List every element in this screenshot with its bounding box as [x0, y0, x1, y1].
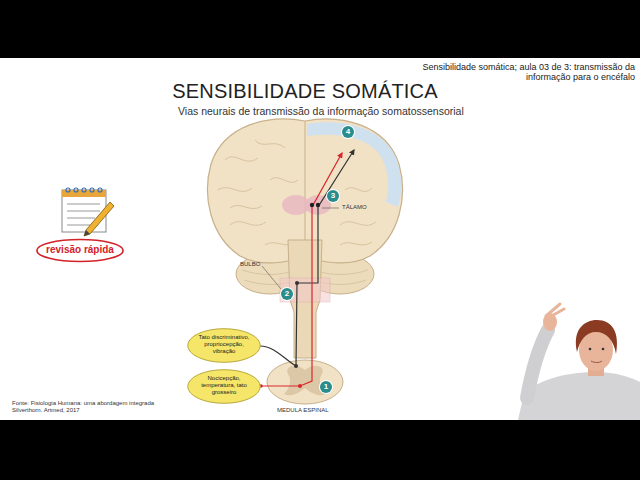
source-note: Fonte: Fisiologia Humana: uma abordagem …	[12, 400, 180, 414]
oval-shape	[37, 239, 123, 261]
structure-label: TÁLAMO	[342, 204, 367, 211]
lecture-info: Sensibilidade somática; aula 03 de 3: tr…	[405, 62, 635, 83]
receptor-oval: Tato discriminativo, propriocepção, vibr…	[187, 328, 261, 363]
node-text: Nocicepção, temperatura, tato grosseiro	[198, 375, 250, 396]
callout-number: 1	[320, 381, 332, 393]
letterbox-bottom	[0, 420, 640, 480]
presenter	[518, 304, 640, 420]
spinothalamic-pathway	[260, 153, 342, 386]
node-text: Tato discriminativo, propriocepção, vibr…	[198, 334, 250, 355]
spinal-cord-section	[267, 360, 343, 404]
node-text-area: Tato discriminativo, propriocepção, vibr…	[187, 328, 261, 361]
receptor-oval: Nocicepção, temperatura, tato grosseiro	[187, 369, 261, 404]
structure-label: BULBO	[240, 261, 260, 268]
medulla-highlight	[280, 278, 330, 302]
diagram-title: SENSIBILIDADE SOMÁTICA	[160, 80, 450, 103]
review-badge: revisão rápida	[36, 239, 124, 262]
callout-number: 4	[342, 126, 354, 138]
callout-number: 3	[327, 190, 339, 202]
node-text-area: Nocicepção, temperatura, tato grosseiro	[187, 369, 261, 402]
notepad-icon	[62, 188, 114, 236]
dorsal-column-pathway	[260, 150, 354, 366]
subtitle: Vias neurais de transmissão da informaçã…	[178, 105, 464, 117]
oval-shape	[188, 329, 261, 363]
node-text: revisão rápida	[45, 244, 115, 255]
letterbox-top	[0, 0, 640, 58]
oval-shape	[188, 370, 261, 404]
somatosensory-cortex	[307, 122, 401, 207]
structure-label: MEDULA ESPINAL	[277, 407, 329, 414]
node-text-area: revisão rápida	[36, 239, 124, 260]
callout-number: 2	[281, 288, 293, 300]
